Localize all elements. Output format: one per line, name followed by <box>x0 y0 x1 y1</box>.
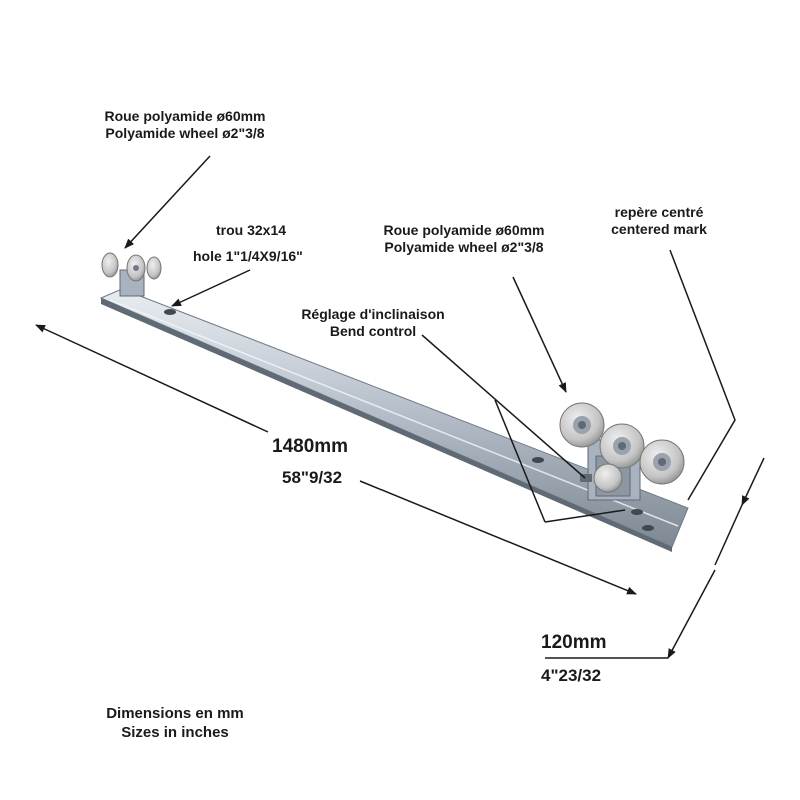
left-wheel-3 <box>146 256 162 280</box>
left-wheel-1 <box>101 252 119 278</box>
bar-slots <box>164 309 654 531</box>
width-in-label: 4"23/32 <box>541 666 602 685</box>
hole-label-en: hole 1"1/4X9/16" <box>193 248 303 264</box>
steel-bar <box>99 288 689 552</box>
units-note-in: Sizes in inches <box>121 724 229 741</box>
length-dimension <box>35 324 637 595</box>
width-dimension <box>545 457 765 659</box>
left-carriage <box>101 252 162 297</box>
leader-bend-1 <box>421 334 586 479</box>
hole-label-fr: trou 32x14 <box>216 222 287 238</box>
centered-mark-label-en: centered mark <box>611 221 707 237</box>
slot-middle <box>532 457 544 463</box>
slot-right-2 <box>642 525 654 531</box>
left-wheel-label: Roue polyamide ø60mm Polyamide wheel ø2"… <box>90 108 280 142</box>
right-wheel-label-en: Polyamide wheel ø2"3/8 <box>384 239 544 255</box>
right-wheel-label: Roue polyamide ø60mm Polyamide wheel ø2"… <box>364 222 564 256</box>
bend-control-bolt <box>580 474 592 482</box>
bend-control-label-en: Bend control <box>329 323 417 339</box>
leader-hole <box>171 269 251 307</box>
centered-mark-label: repère centré centered mark <box>594 204 724 238</box>
centered-mark-label-fr: repère centré <box>614 204 704 220</box>
leader-bend-2 <box>494 399 546 523</box>
hole-slot-left <box>164 309 176 315</box>
slot-right-1 <box>631 509 643 515</box>
leader-bend-3 <box>544 509 626 523</box>
leader-lines <box>124 155 736 523</box>
left-wheel-label-en: Polyamide wheel ø2"3/8 <box>105 125 265 141</box>
leader-right-wheel <box>512 276 567 393</box>
length-mm-label: 1480mm <box>272 436 349 457</box>
right-carriage <box>559 402 685 501</box>
width-mm-label: 120mm <box>541 632 607 653</box>
left-wheel-label-fr: Roue polyamide ø60mm <box>104 108 266 124</box>
leader-left-wheel <box>124 155 211 249</box>
units-note-mm: Dimensions en mm <box>106 705 244 722</box>
right-wheel-label-fr: Roue polyamide ø60mm <box>383 222 545 238</box>
bend-control-label: Réglage d'inclinaison Bend control <box>283 306 463 340</box>
bend-control-label-fr: Réglage d'inclinaison <box>301 306 445 322</box>
right-wheel-4 <box>593 463 623 493</box>
units-note: Dimensions en mm Sizes in inches <box>80 704 270 742</box>
leader-centered-mark <box>669 249 736 501</box>
length-in-label: 58"9/32 <box>282 468 343 487</box>
